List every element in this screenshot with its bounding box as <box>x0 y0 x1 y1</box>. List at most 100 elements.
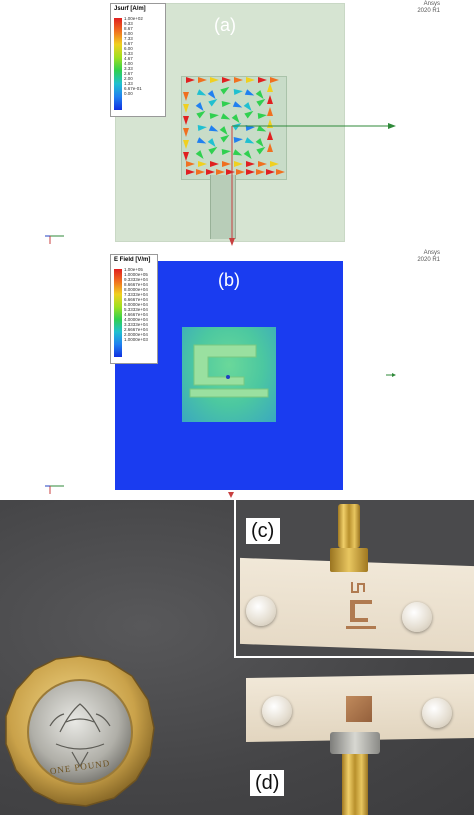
current-vector-arrow <box>186 161 195 167</box>
legend-value: 1.00e+02 <box>124 16 143 21</box>
panel-d-screw-left <box>262 696 292 726</box>
panel-a-vendor: Ansys 2020 R1 <box>400 1 440 15</box>
legend-value: 4.00 <box>124 61 133 66</box>
panel-a-current-vectors <box>183 77 396 246</box>
current-vector-arrow <box>221 149 231 155</box>
current-vector-arrow <box>198 77 207 83</box>
panel-c-label-box <box>246 518 280 544</box>
current-vector-arrow <box>266 169 275 175</box>
current-vector-arrow <box>256 125 267 132</box>
photo-panel: ONE POUND (c) (d) <box>0 500 474 815</box>
current-vector-arrow <box>267 131 273 140</box>
current-vector-arrow <box>244 110 254 119</box>
current-vector-arrow <box>245 125 255 131</box>
legend-value: 8.67 <box>124 26 133 31</box>
current-vector-arrow <box>267 143 273 152</box>
current-vector-arrow <box>243 102 252 112</box>
current-vector-arrow <box>222 161 231 167</box>
current-vector-arrow <box>220 113 231 120</box>
legend-value: 4.0000e+04 <box>124 317 148 322</box>
panel-d-screw-right <box>422 698 452 728</box>
current-vector-arrow <box>195 102 204 112</box>
current-vector-arrow <box>183 152 189 161</box>
current-vector-arrow <box>183 104 189 113</box>
legend-value: 3.3333e+04 <box>124 322 148 327</box>
legend-value: 9.3333e+04 <box>124 277 148 282</box>
current-vector-arrow <box>196 110 206 119</box>
legend-value: 1.00e+05 <box>124 267 143 272</box>
current-vector-arrow <box>196 137 207 144</box>
panel-a-legend: Jsurf [A/m] 1.00e+02 9.33 8.67 8.00 7.33… <box>110 3 166 117</box>
panel-c-screw-left <box>246 596 276 626</box>
current-vector-arrow <box>196 169 205 175</box>
current-vector-arrow <box>267 83 273 92</box>
current-vector-arrow <box>246 161 255 167</box>
panel-a-colorbar <box>114 18 122 110</box>
current-vector-arrow <box>232 101 243 108</box>
current-vector-arrow <box>210 161 219 167</box>
legend-value: 8.0000e+04 <box>124 287 148 292</box>
current-vector-arrow <box>257 113 267 119</box>
legend-value: 6.00 <box>124 46 133 51</box>
panel-d-label: (d) <box>255 772 280 794</box>
panel-a-legend-title: Jsurf [A/m] <box>114 6 146 12</box>
panel-b-feed-arrow-icon <box>228 492 234 498</box>
panel-b: E Field [V/m] 1.00e+05 1.0000e+05 9.3333… <box>0 250 474 500</box>
legend-value: 3.33 <box>124 66 133 71</box>
legend-value: 2.00 <box>124 76 133 81</box>
current-vector-arrow <box>208 125 219 132</box>
panel-b-colorbar <box>114 269 122 357</box>
current-vector-arrow <box>208 146 218 155</box>
current-vector-arrow <box>207 138 216 148</box>
vendor-version: 2020 R1 <box>417 8 440 14</box>
current-vector-arrow <box>270 77 279 83</box>
current-vector-arrow <box>183 92 189 101</box>
current-vector-arrow <box>183 128 189 137</box>
legend-value: 7.3333e+04 <box>124 292 148 297</box>
legend-value: 8.00 <box>124 31 133 36</box>
current-vector-arrow <box>232 122 242 131</box>
legend-value: 0.00 <box>124 91 133 96</box>
current-vector-arrow <box>256 169 265 175</box>
vendor-name: Ansys <box>423 250 440 256</box>
legend-value: 2.67 <box>124 71 133 76</box>
current-vector-arrow <box>219 126 228 136</box>
legend-value: 7.33 <box>124 36 133 41</box>
current-vector-arrow <box>186 77 195 83</box>
legend-value: 4.67 <box>124 56 133 61</box>
current-vector-arrow <box>231 114 240 124</box>
panel-d-copper-patch <box>346 696 372 722</box>
panel-b-antenna-shape <box>189 344 269 398</box>
panel-c-antenna-trace <box>346 582 376 629</box>
current-vector-arrow <box>270 161 279 167</box>
panel-b-legend: E Field [V/m] 1.00e+05 1.0000e+05 9.3333… <box>110 254 158 364</box>
current-vector-arrow <box>196 89 207 96</box>
panel-d-sma-connector <box>330 732 380 815</box>
current-vector-arrow <box>233 137 243 143</box>
panel-b-label: (b) <box>218 270 240 290</box>
current-vector-arrow <box>186 169 195 175</box>
current-vector-arrow <box>207 90 216 100</box>
current-vector-arrow <box>216 169 225 175</box>
current-vector-arrow <box>236 169 245 175</box>
legend-value: 6.6667e+04 <box>124 297 148 302</box>
panel-c-label: (c) <box>251 520 275 542</box>
current-vector-arrow <box>220 86 230 95</box>
legend-value: 5.33 <box>124 51 133 56</box>
current-vector-arrow <box>233 89 243 95</box>
vendor-version: 2020 R1 <box>417 257 440 263</box>
legend-value: 1.0000e+05 <box>124 272 148 277</box>
current-vector-arrow <box>198 161 207 167</box>
current-vector-arrow <box>209 113 219 119</box>
legend-value: 4.6667e+04 <box>124 312 148 317</box>
coin-image <box>5 655 155 807</box>
panel-c-sma-connector <box>330 504 368 576</box>
current-vector-arrow <box>243 150 252 160</box>
legend-value: 6.0000e+04 <box>124 302 148 307</box>
current-vector-arrow <box>267 119 273 128</box>
current-vector-arrow <box>255 90 264 100</box>
current-vector-arrow <box>232 149 243 156</box>
current-vector-arrow <box>208 98 218 107</box>
current-vector-arrow <box>244 89 255 96</box>
current-vector-arrow <box>234 161 243 167</box>
